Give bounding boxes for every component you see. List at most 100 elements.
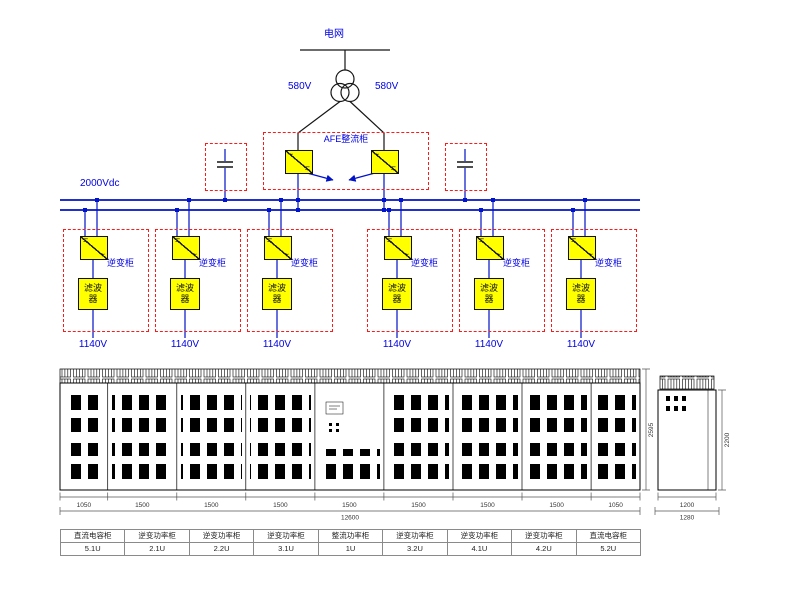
filter-box-1: 滤波器 (78, 278, 108, 310)
grid-connection (297, 49, 390, 150)
output-voltage-label-5: 1140V (474, 339, 504, 350)
transformer-icon (330, 69, 360, 103)
afe-rectifier-icon-left: ~ = (285, 150, 313, 174)
inverter-feeder-wires (84, 200, 586, 338)
cabinet-unit-number: 1U (318, 543, 384, 556)
afe-cabinet-label: AFE整流柜 (323, 134, 369, 144)
inverter-icon-3: = ~ (264, 236, 292, 260)
side-height-dim-label: 2200 (724, 432, 731, 447)
afe-rectifier-icon-right: ~ = (371, 150, 399, 174)
ac-symbol: ~ (288, 149, 294, 159)
vent-grille (60, 369, 640, 383)
capacitor-icon-left (217, 149, 233, 200)
ac-symbol: ~ (374, 149, 380, 159)
cabinet-unit-number: 5.1U (61, 543, 126, 556)
inverter-cabinet-label-5: 逆变柜 (503, 258, 531, 268)
dc-symbol: = (83, 235, 89, 245)
inverter-cabinet-label-3: 逆变柜 (291, 258, 319, 268)
ac-symbol: ~ (191, 249, 197, 259)
ac-symbol: ~ (99, 249, 105, 259)
side-body (657, 389, 717, 491)
dc-flow-arrow-right (348, 172, 376, 182)
segment-dim-label: 1500 (342, 502, 357, 509)
filter-box-6: 滤波器 (566, 278, 596, 310)
cabinet-name: 逆变功率柜 (125, 530, 190, 543)
hmi-display (325, 401, 344, 415)
cabinet-name: 逆变功率柜 (189, 530, 255, 543)
inverter-cabinet-label-6: 逆变柜 (595, 258, 623, 268)
filter-box-3: 滤波器 (262, 278, 292, 310)
segment-dim-label: 1500 (411, 502, 426, 509)
rectifier-cabinet-front (319, 401, 380, 484)
cabinet-panels (64, 389, 636, 485)
total-width-dim-label: 12600 (341, 515, 359, 522)
segment-dim-label: 1500 (480, 502, 495, 509)
inverter-cabinet-outline-2 (155, 229, 241, 332)
inverter-cabinet-label-1: 逆变柜 (107, 258, 135, 268)
cabinet-elevation: 1050 1500 1500 1500 1500 1500 1500 1500 … (59, 368, 655, 522)
inverter-cabinet-outline-4 (367, 229, 453, 332)
afe-cabinet-outline: AFE整流柜 (263, 132, 429, 190)
segment-dim-label: 1500 (549, 502, 564, 509)
inverter-cabinet-label-4: 逆变柜 (411, 258, 439, 268)
dc-symbol: = (479, 235, 485, 245)
elevation-dimensions: 1050 1500 1500 1500 1500 1500 1500 1500 … (59, 368, 655, 522)
side-overall-width-dim-label: 1280 (680, 515, 695, 522)
side-width-dim-label: 1200 (680, 502, 695, 509)
output-voltage-label-3: 1140V (262, 339, 292, 350)
cabinet-unit-number: 2.2U (189, 543, 255, 556)
cabinet-table: 直流电容柜 逆变功率柜 逆变功率柜 逆变功率柜 整流功率柜 逆变功率柜 逆变功率… (60, 529, 641, 556)
segment-dim-label: 1500 (204, 502, 219, 509)
dc-symbol: = (571, 235, 577, 245)
output-voltage-label-6: 1140V (566, 339, 596, 350)
voltage-label-left: 580V (288, 81, 312, 92)
output-voltage-label-1: 1140V (78, 339, 108, 350)
side-vent-grille (660, 376, 714, 389)
inverter-icon-6: = ~ (568, 236, 596, 260)
inverter-icon-1: = ~ (80, 236, 108, 260)
dc-bus (60, 199, 640, 211)
ac-symbol: ~ (587, 249, 593, 259)
cabinet-name: 逆变功率柜 (383, 530, 448, 543)
dc-flow-arrow-left (306, 172, 334, 182)
inverter-cabinet-outline-6 (551, 229, 637, 332)
height-dim-label: 2595 (648, 422, 655, 437)
ac-symbol: ~ (495, 249, 501, 259)
cabinet-unit-number: 3.1U (254, 543, 319, 556)
segment-dim-label: 1500 (135, 502, 150, 509)
cabinet-name: 逆变功率柜 (447, 530, 513, 543)
ac-symbol: ~ (283, 249, 289, 259)
filter-box-4: 滤波器 (382, 278, 412, 310)
inverter-icon-4: = ~ (384, 236, 412, 260)
inverter-icon-2: = ~ (172, 236, 200, 260)
dc-symbol: = (304, 163, 310, 173)
cabinet-name: 直流电容柜 (576, 530, 641, 543)
segment-dim-label: 1050 (77, 502, 92, 509)
side-view-dimensions: 1200 1280 2200 (654, 389, 731, 522)
output-voltage-label-4: 1140V (382, 339, 412, 350)
capacitor-icon-right (457, 149, 473, 200)
filter-box-5: 滤波器 (474, 278, 504, 310)
inverter-icon-5: = ~ (476, 236, 504, 260)
cabinet-unit-number: 5.2U (576, 543, 641, 556)
dc-symbol: = (387, 235, 393, 245)
cabinet-side-view: 1200 1280 2200 (654, 375, 731, 522)
grid-label: 电网 (324, 29, 344, 40)
voltage-label-right: 580V (375, 81, 399, 92)
dc-symbol: = (267, 235, 273, 245)
cabinet-name: 整流功率柜 (318, 530, 384, 543)
ac-symbol: ~ (403, 249, 409, 259)
inverter-cabinet-label-2: 逆变柜 (199, 258, 227, 268)
dc-symbol: = (175, 235, 181, 245)
capacitor-cabinet-outline-right (445, 143, 487, 191)
cabinet-name: 直流电容柜 (61, 530, 126, 543)
cabinet-unit-number: 4.1U (447, 543, 513, 556)
inverter-cabinet-outline-5 (459, 229, 545, 332)
cabinet-unit-number: 2.1U (125, 543, 190, 556)
side-panel-details (666, 390, 709, 490)
dc-symbol: = (390, 163, 396, 173)
capacitor-cabinet-outline-left (205, 143, 247, 191)
dc-bus-voltage-label: 2000Vdc (80, 178, 120, 189)
inverter-cabinet-outline-3 (247, 229, 333, 332)
